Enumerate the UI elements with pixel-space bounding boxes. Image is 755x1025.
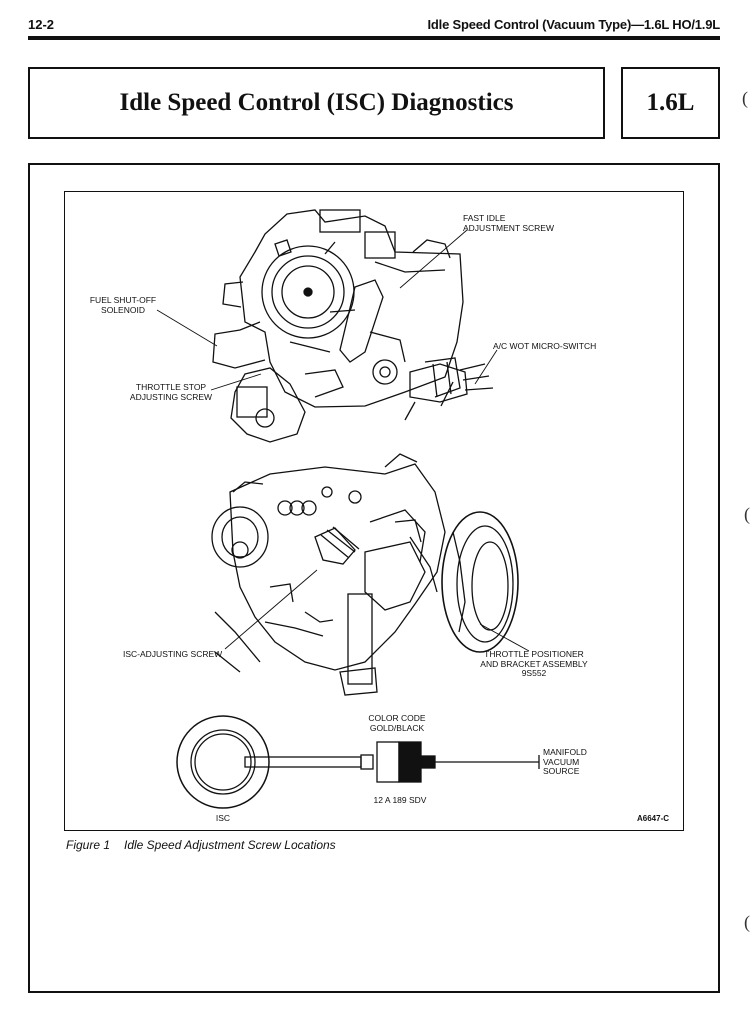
leader-lines xyxy=(156,229,530,652)
figure-code: A6647-C xyxy=(637,814,670,823)
label-isc: ISC xyxy=(215,813,231,823)
label-ac-wot: A/C WOT MICRO-SWITCH xyxy=(493,341,597,351)
isc-schematic xyxy=(176,715,540,809)
figure-caption-text: Idle Speed Adjustment Screw Locations xyxy=(124,838,336,852)
page-number: 12-2 xyxy=(28,17,55,32)
margin-mark: ( xyxy=(742,88,748,108)
running-header: 12-2 Idle Speed Control (Vacuum Type)—1.… xyxy=(28,17,720,37)
content-frame xyxy=(28,163,720,993)
label-color-code: COLOR CODE GOLD/BLACK xyxy=(368,713,426,733)
label-part-number: 12 A 189 SDV xyxy=(373,795,427,805)
header-rule xyxy=(28,36,720,40)
figure-illustration xyxy=(156,209,540,809)
engine-illustration xyxy=(211,453,519,696)
figure-number: Figure 1 xyxy=(66,838,111,852)
running-head-title: Idle Speed Control (Vacuum Type)—1.6L HO… xyxy=(427,17,721,32)
label-fuel-shutoff: FUEL SHUT-OFF SOLENOID xyxy=(89,295,157,315)
label-isc-adjusting: ISC-ADJUSTING SCREW xyxy=(123,649,223,659)
page-title: Idle Speed Control (ISC) Diagnostics xyxy=(119,89,514,116)
engine-box: 1.6L xyxy=(621,67,720,139)
carburetor-illustration xyxy=(212,209,494,443)
margin-mark: ( xyxy=(744,912,750,932)
figure-caption: Figure 1 Idle Speed Adjustment Screw Loca… xyxy=(66,838,336,852)
label-throttle-stop: THROTTLE STOP ADJUSTING SCREW xyxy=(129,382,213,402)
label-manifold: MANIFOLD VACUUM SOURCE xyxy=(543,747,587,776)
margin-mark: ( xyxy=(744,504,750,524)
label-fast-idle: FAST IDLE ADJUSTMENT SCREW xyxy=(463,213,554,233)
engine-label: 1.6L xyxy=(646,89,695,116)
label-throttle-positioner: THROTTLE POSITIONER AND BRACKET ASSEMBLY… xyxy=(480,649,588,678)
title-box: Idle Speed Control (ISC) Diagnostics xyxy=(28,67,605,139)
figure-frame: FAST IDLE ADJUSTMENT SCREW FUEL SHUT-OFF… xyxy=(64,191,684,831)
